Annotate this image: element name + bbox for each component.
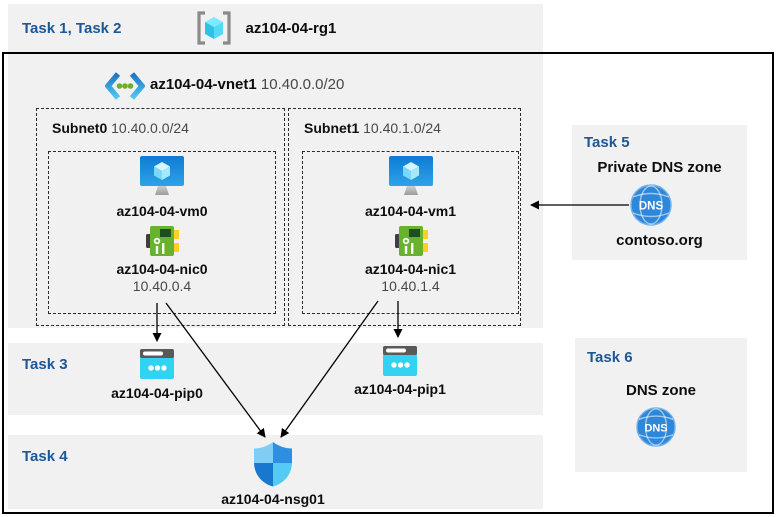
dns-icon-text: DNS [639,201,664,213]
task12-band: Task 1, Task 2 az104-04-rg1 [8,4,543,52]
nsg-group: az104-04-nsg01 [213,441,333,507]
vm-icon [139,155,185,199]
private-dns-zone-title: Private DNS zone [597,159,722,176]
nic1-name: az104-04-nic1 [364,261,457,277]
nic-icon [392,224,430,258]
dns-icon: DNS [636,407,676,447]
subnet0-box: Subnet0 10.40.0.0/24 az104-04-vm0 [36,108,285,326]
task3-label: Task 3 [22,356,68,373]
dns-zone-title: DNS zone [625,382,696,399]
nic-icon [143,224,181,258]
subnet0-cidr: 10.40.0.0/24 [111,120,189,136]
vm1-nic1-box: az104-04-vm1 az104-04- [302,151,519,314]
pip1-group: az104-04-pip1 [340,346,460,397]
vm-icon [388,155,434,199]
vm0-group: az104-04-vm0 az104-04- [49,155,275,294]
task6-card: Task 6 DNS zone DNS [575,338,747,472]
nic1-ip: 10.40.1.4 [381,278,440,294]
subnet1-box: Subnet1 10.40.1.0/24 az104-04-vm1 [288,108,521,326]
dns-icon: DNS [630,184,672,226]
vm0-name: az104-04-vm0 [116,203,208,219]
vm0-nic0-box: az104-04-vm0 az104-04- [48,151,276,314]
resource-group-icon [194,10,234,46]
vnet-icon [105,70,145,102]
vnet-name: az104-04-vnet1 [150,76,257,93]
vm1-name: az104-04-vm1 [364,203,457,219]
pip0-name: az104-04-pip0 [111,385,203,401]
nic0-ip: 10.40.0.4 [132,278,192,294]
nsg-shield-icon [252,441,294,487]
task3-band: Task 3 [8,343,543,415]
task5-label: Task 5 [584,134,630,151]
task5-card: Task 5 Private DNS zone DNS contoso.org [572,125,747,260]
vnet-cidr: 10.40.0.0/20 [260,76,345,93]
nic0-name: az104-04-nic0 [116,261,208,277]
public-ip-icon [383,346,417,376]
private-dns-zone-name: contoso.org [616,232,703,249]
subnet1-name: Subnet1 [304,120,360,136]
task12-label: Task 1, Task 2 [22,19,122,37]
pip1-name: az104-04-pip1 [354,381,446,397]
vnet-panel: az104-04-vnet1 10.40.0.0/20 Subnet0 10.4… [8,54,543,328]
pip0-group: az104-04-pip0 [97,349,217,401]
public-ip-icon [140,349,174,379]
resource-group-name: az104-04-rg1 [245,19,337,37]
task4-label: Task 4 [22,448,68,465]
nsg-name: az104-04-nsg01 [221,491,325,507]
dns-icon-text: DNS [644,422,667,434]
task6-label: Task 6 [587,349,633,366]
vm1-group: az104-04-vm1 az104-04- [303,155,518,294]
subnet0-name: Subnet0 [52,120,108,136]
subnet1-cidr: 10.40.1.0/24 [363,120,441,136]
